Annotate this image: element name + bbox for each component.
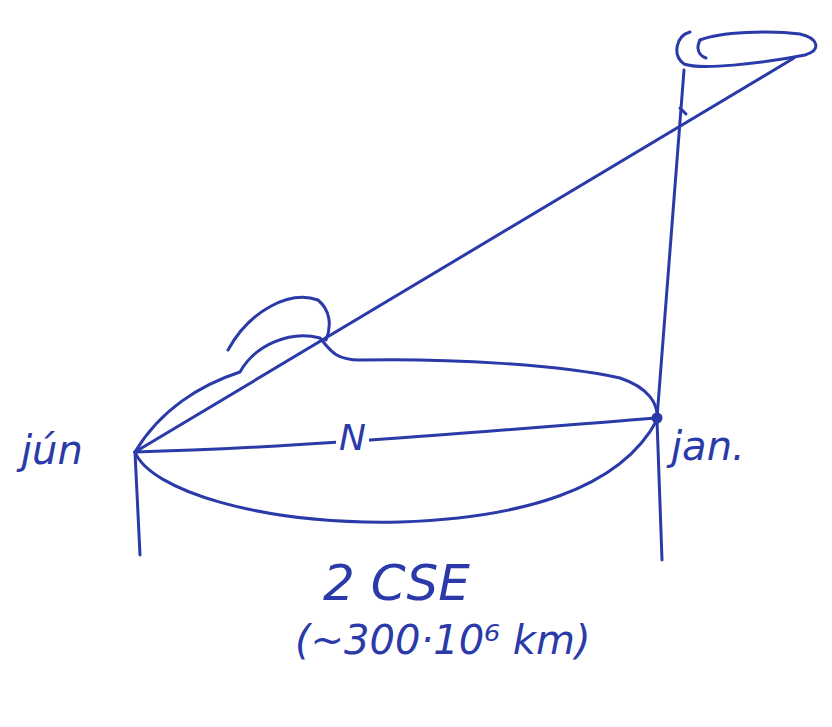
sight-line [135, 58, 794, 452]
sun-label: N [336, 418, 369, 458]
star-symbol [698, 40, 706, 58]
dimension-line [657, 420, 662, 560]
orbit-upper [135, 336, 657, 452]
angle-mark [680, 108, 686, 114]
distance-value: (~300·10⁶ km) [292, 618, 594, 662]
sight-line [657, 70, 684, 418]
orbit-lower [135, 420, 657, 522]
baseline [135, 418, 657, 452]
earth-dot [653, 414, 661, 422]
distance-label: 2 CSE [320, 556, 473, 611]
dimension-line [135, 452, 140, 555]
month-label: jan. [668, 424, 748, 468]
star-symbol [677, 32, 816, 66]
month-label: jún [18, 428, 86, 472]
orbit-bump [228, 297, 329, 350]
